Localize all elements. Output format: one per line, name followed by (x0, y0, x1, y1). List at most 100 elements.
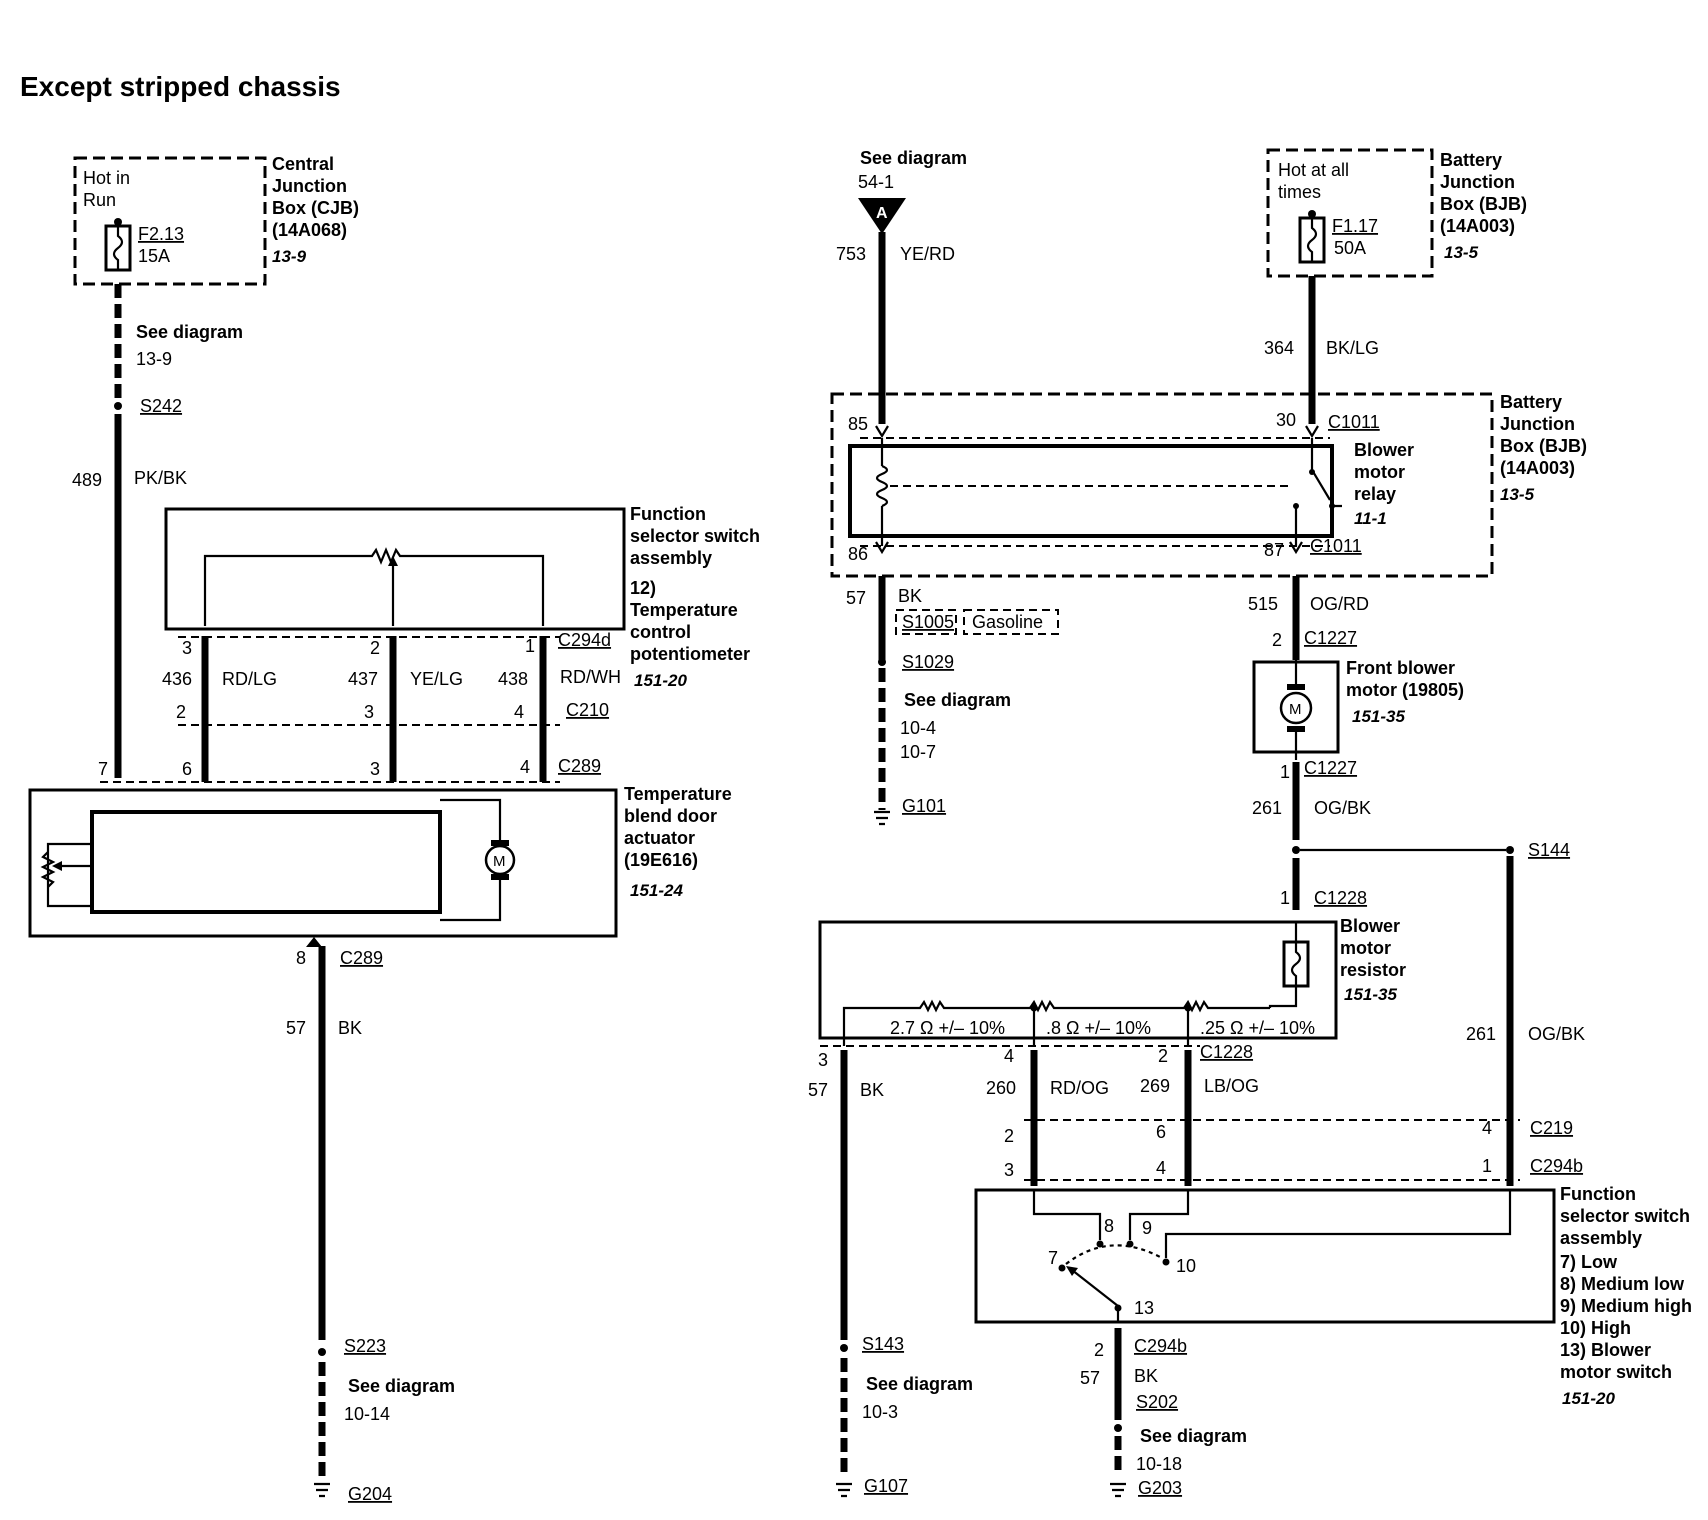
cjb-ref: 13-9 (272, 247, 307, 266)
pin-c289-6: 6 (182, 759, 192, 779)
connector-a-label: A (876, 205, 888, 222)
pin-c294d-1: 1 (525, 636, 535, 656)
blower-switch-icon (1032, 1190, 1512, 1322)
wire-260-color: RD/OG (1050, 1078, 1109, 1098)
fuse-f2-13-icon (104, 218, 132, 272)
fuse-f1-17-rating: 50A (1334, 238, 1366, 258)
splice-s223-dot (318, 1348, 326, 1356)
cjb-name-3: Box (CJB) (272, 198, 359, 218)
fss2-name-2: selector switch (1560, 1206, 1690, 1226)
splice-s223: S223 (344, 1336, 386, 1356)
switch-pin-8: 8 (1104, 1216, 1114, 1236)
blower-motor-label: M (1289, 701, 1302, 718)
tbda-part-number: (19E616) (624, 850, 698, 870)
ground-g203-icon (1110, 1482, 1126, 1498)
wire-57-number: 57 (286, 1018, 306, 1038)
wire-57a-color: BK (898, 586, 922, 606)
fuse-f2-13-rating: 15A (138, 246, 170, 266)
splice-s143-dot (840, 1344, 848, 1352)
feedback-potentiometer-icon (40, 842, 92, 908)
ground-g107: G107 (864, 1476, 908, 1496)
splice-s242-dot (114, 402, 122, 410)
bjb-hot-1: Hot at all (1278, 160, 1349, 180)
actuator-motor-icon: M (440, 798, 516, 922)
central-junction-box (73, 156, 267, 286)
wire-261-color: OG/BK (1314, 798, 1371, 818)
ground-g101: G101 (902, 796, 946, 816)
pin-1-c1228: 1 (1280, 888, 1290, 908)
see-diagram-g107-ref: 10-3 (862, 1402, 898, 1422)
wire-57b-number: 57 (808, 1080, 828, 1100)
cjb-hot-label-2: Run (83, 190, 116, 210)
splice-s144-junction (1292, 846, 1300, 854)
bjb-relay-part-number: (14A003) (1500, 458, 1575, 478)
splice-s1005-box (895, 609, 957, 635)
pin-1-c1227: 1 (1280, 762, 1290, 782)
blower-motor-resistor (818, 920, 1338, 1040)
pin-c210-2: 2 (176, 702, 186, 722)
pin-8: 8 (296, 948, 306, 968)
switch-pin-10: 10 (1176, 1256, 1196, 1276)
splice-s202-dot (1114, 1424, 1122, 1432)
connector-a-icon: A (858, 198, 906, 234)
resistor-network-icon (842, 999, 1270, 1046)
relay-coil-icon (875, 438, 1290, 546)
actuator-inner-box (90, 810, 442, 914)
pin-c294d-2: 2 (370, 638, 380, 658)
wire-364-number: 364 (1264, 338, 1294, 358)
ground-g204-icon (314, 1482, 330, 1498)
wire-269-number: 269 (1140, 1076, 1170, 1096)
resistor-value-2: .8 Ω +/– 10% (1046, 1018, 1151, 1038)
battery-junction-box-top (1266, 148, 1434, 278)
c294b-pin-4: 4 (1156, 1158, 1166, 1178)
fss-temp-name-3: assembly (630, 548, 712, 568)
wire-437-color: YE/LG (410, 669, 463, 689)
wire-753-color: YE/RD (900, 244, 955, 264)
pin-3-c1228: 3 (818, 1050, 828, 1070)
see-diagram-g101-ref1: 10-4 (900, 718, 936, 738)
relay-name-1: Blower (1354, 440, 1414, 460)
wire-489-number: 489 (72, 470, 102, 490)
see-diagram-g101: See diagram (904, 690, 1011, 710)
temperature-potentiometer-icon (203, 547, 545, 626)
cjb-part-number: (14A068) (272, 220, 347, 240)
fuse-f2-13-id: F2.13 (138, 224, 184, 244)
switch-pin-13: 13 (1134, 1298, 1154, 1318)
connector-c294d: C294d (558, 630, 611, 650)
connector-c294b: C294b (1530, 1156, 1583, 1176)
fss2-desc-5: 13) Blower (1560, 1340, 1651, 1360)
pin-86: 86 (848, 544, 868, 564)
fss-temp-desc-3: control (630, 622, 691, 642)
fuse-f1-17-id: F1.17 (1332, 216, 1378, 236)
pin-c210-4: 4 (514, 702, 524, 722)
splice-s143: S143 (862, 1334, 904, 1354)
tbda-name-3: actuator (624, 828, 695, 848)
see-diagram-g203-ref: 10-18 (1136, 1454, 1182, 1474)
c219-pin-2: 2 (1004, 1126, 1014, 1146)
wire-438-number: 438 (498, 669, 528, 689)
resistor-name-1: Blower (1340, 916, 1400, 936)
cjb-name-1: Central (272, 154, 334, 174)
blower-motor-icon: M (1279, 660, 1313, 760)
pin-c289-3: 3 (370, 759, 380, 779)
pin-2-c1227: 2 (1272, 630, 1282, 650)
connector-c1011-b: C1011 (1310, 536, 1362, 556)
c289-pin-8-icon (306, 937, 322, 947)
wire-489-color: PK/BK (134, 468, 187, 488)
switch-pin-7: 7 (1048, 1248, 1058, 1268)
pin-2-c1228: 2 (1158, 1046, 1168, 1066)
left-circuit: Hot in Run F2.13 15A Central Junction Bo… (28, 154, 760, 1504)
wire-436-color: RD/LG (222, 669, 277, 689)
bjb-relay-name-1: Battery (1500, 392, 1562, 412)
bjb-hot-2: times (1278, 182, 1321, 202)
splice-s1029: S1029 (902, 652, 954, 672)
pin-c289-7: 7 (98, 759, 108, 779)
wire-364-color: BK/LG (1326, 338, 1379, 358)
wire-57-color: BK (338, 1018, 362, 1038)
ground-g107-icon (836, 1482, 852, 1498)
front-motor-name-2: motor (19805) (1346, 680, 1464, 700)
see-diagram-g203: See diagram (1140, 1426, 1247, 1446)
tbda-ref: 151-24 (630, 881, 683, 900)
pin-c294d-3: 3 (182, 638, 192, 658)
